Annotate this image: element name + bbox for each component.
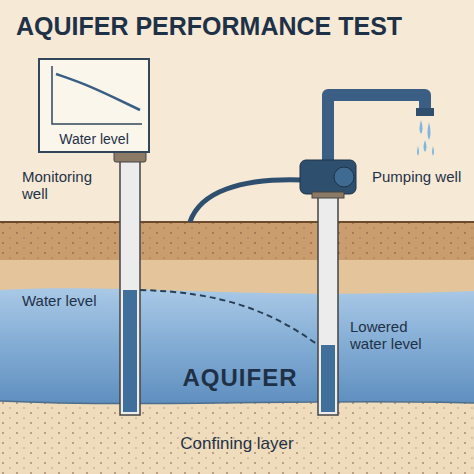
confining-ground	[0, 395, 474, 474]
discharge-pipe	[328, 95, 425, 165]
sand-texture	[0, 395, 474, 474]
layer-label: AQUIFER	[183, 364, 298, 392]
monitoring-water	[123, 290, 137, 412]
water-level-label: Lowered water level	[350, 318, 445, 353]
pumping-casing	[318, 190, 338, 415]
aquifer-base	[0, 401, 474, 404]
pumping-water	[321, 345, 335, 412]
topsoil	[0, 222, 474, 260]
pump-body	[300, 160, 356, 194]
chart-inset: Water level	[38, 58, 150, 153]
layer-label: Confining layer	[180, 434, 293, 454]
confining-layer: Confining layer	[0, 424, 474, 464]
hydrograph	[40, 60, 148, 130]
well-label: Monitoring well	[22, 168, 117, 203]
drawdown-curve	[140, 290, 318, 345]
pump-motor	[334, 167, 354, 187]
well-label: Pumping well	[372, 168, 470, 185]
monitoring-casing	[120, 160, 140, 415]
water-drops	[417, 120, 434, 156]
title: AQUIFER PERFORMANCE TEST	[16, 12, 402, 41]
pump-base	[312, 192, 344, 198]
aquifer-band	[0, 288, 474, 403]
spout	[416, 108, 434, 116]
aquifer-region: AQUIFER	[150, 358, 330, 398]
water-level-label: Water level	[22, 292, 114, 309]
ground-surface	[0, 221, 474, 223]
soil-texture	[0, 222, 474, 260]
chart-label: Water level	[59, 131, 129, 147]
hose	[190, 180, 302, 222]
